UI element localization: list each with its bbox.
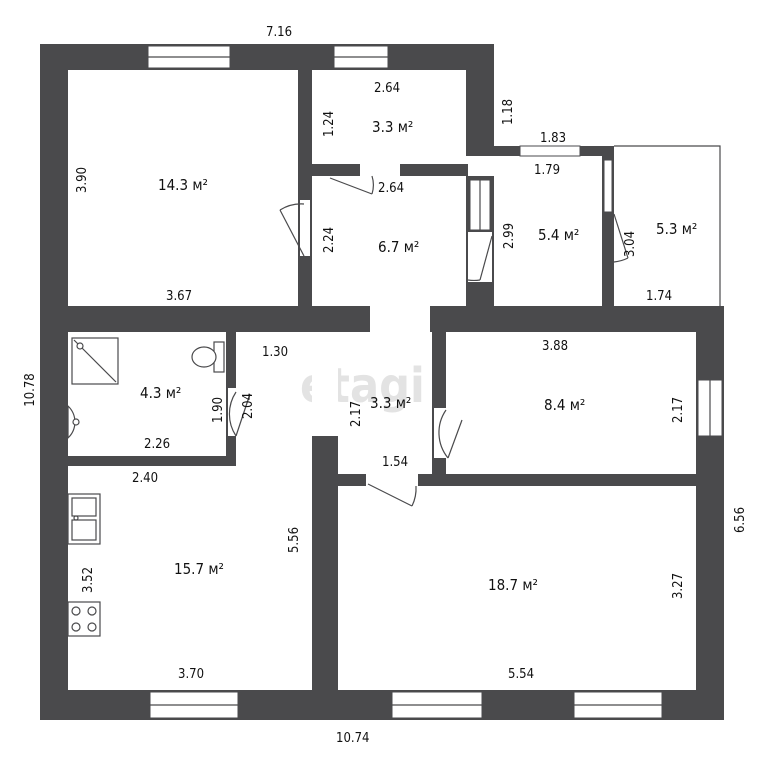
shower-icon: [71, 337, 119, 385]
doorways: [228, 164, 492, 486]
room-3-3-hall: 3.3 м² 2.17 1.54: [349, 394, 411, 470]
window: [519, 145, 581, 157]
room-dim: 2.17: [349, 401, 364, 427]
sink-icon: [67, 404, 80, 440]
room-dim: 3.52: [81, 567, 96, 593]
room-dim: 3.88: [542, 339, 568, 354]
room-14-3: 14.3 м² 3.90 3.67: [75, 167, 208, 304]
room-area: 3.3 м²: [370, 394, 411, 412]
room-dim: 3.90: [75, 167, 90, 193]
room-8-4: 8.4 м² 3.88 2.17: [542, 339, 686, 423]
room-5-4: 5.4 м² 1.83 1.79 2.99: [502, 131, 579, 249]
room-area: 4.3 м²: [140, 384, 181, 402]
room-area: 18.7 м²: [488, 576, 538, 594]
room-18-7: 18.7 м² 3.27 5.54: [488, 573, 686, 682]
room-dim: 3.67: [166, 289, 192, 304]
room-4-3: 4.3 м² 1.30 1.90 2.04 2.26 2.40: [132, 345, 288, 486]
stove-icon: [67, 601, 101, 637]
room-dim: 2.40: [132, 471, 158, 486]
room-dim: 3.04: [623, 231, 638, 257]
room-5-3: 5.3 м² 3.04 1.74: [623, 220, 697, 304]
room-dim: 1.30: [262, 345, 288, 360]
room-area: 8.4 м²: [544, 396, 585, 414]
windows: [147, 45, 723, 719]
room-dim: 1.90: [211, 397, 226, 423]
room-dim: 2.04: [241, 393, 256, 419]
room-dim: 2.24: [322, 227, 337, 253]
room-area: 14.3 м²: [158, 176, 208, 194]
dim-left: 10.78: [23, 373, 38, 406]
room-dim: 2.26: [144, 437, 170, 452]
room-dim: 2.64: [374, 81, 400, 96]
kitchen-sink-icon: [67, 493, 101, 545]
window: [603, 159, 613, 213]
room-dim: 5.56: [287, 527, 302, 553]
room-dim: 1.74: [646, 289, 672, 304]
dim-top: 7.16: [266, 25, 292, 40]
room-dim: 2.64: [378, 181, 404, 196]
room-dim: 3.70: [178, 667, 204, 682]
room-area: 15.7 м²: [174, 560, 224, 578]
room-15-7: 15.7 м² 5.56 3.52 3.70: [81, 527, 302, 682]
room-dim: 2.99: [502, 223, 517, 249]
room-dim: 1.79: [534, 163, 560, 178]
dim-step: 1.18: [501, 99, 516, 125]
room-6-7: 6.7 м² 2.64 2.24: [322, 181, 419, 256]
toilet-icon: [191, 341, 225, 373]
room-dim: 5.54: [508, 667, 534, 682]
balcony-outline: [614, 145, 721, 308]
room-3-3-top: 3.3 м² 2.64 1.24: [322, 81, 413, 137]
dim-right: 6.56: [733, 507, 748, 533]
room-area: 5.3 м²: [656, 220, 697, 238]
door-swings: [228, 175, 629, 507]
room-area: 6.7 м²: [378, 238, 419, 256]
room-area: 5.4 м²: [538, 226, 579, 244]
room-dim: 2.17: [671, 397, 686, 423]
dim-bottom: 10.74: [336, 731, 369, 746]
room-dim: 1.24: [322, 111, 337, 137]
room-area: 3.3 м²: [372, 118, 413, 136]
room-dim: 1.54: [382, 455, 408, 470]
room-dim: 1.83: [540, 131, 566, 146]
room-dim: 3.27: [671, 573, 686, 599]
